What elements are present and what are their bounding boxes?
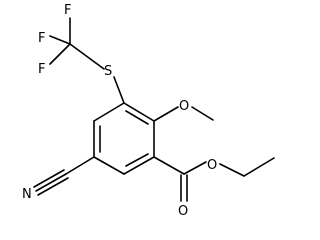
bond-ring-carbonyl-c: [153, 156, 185, 175]
bond-c-f-left-upper: [49, 35, 71, 45]
chemical-structure-diagram: F F F S O O O N: [22, 3, 275, 219]
carbonyl-oxygen-label: O: [178, 204, 188, 219]
ester-ether-oxygen-label: O: [207, 158, 217, 173]
ester-bonds: [153, 156, 275, 202]
ring-double-bond-1: [125, 110, 149, 125]
bond-ring-o-methoxy: [153, 106, 179, 122]
bond-ethyl-ch2-ch3: [243, 157, 275, 177]
triple-bond-3: [37, 177, 69, 196]
trifluoromethyl-bonds: [49, 17, 105, 70]
ring-double-bond-2: [125, 153, 149, 167]
nitrile-bonds: [33, 156, 95, 196]
benzene-ring: [93, 102, 155, 175]
triple-bond-1: [35, 173, 67, 192]
bond-o-methyl: [191, 106, 214, 121]
sulfur-label: S: [104, 64, 112, 79]
ring-bond-3: [123, 156, 155, 175]
triple-bond-2: [33, 169, 65, 188]
bond-c-f-left-lower: [49, 43, 71, 65]
ring-bond-4: [93, 156, 125, 175]
ring-bond-6: [93, 102, 125, 122]
nitrile-nitrogen-label: N: [22, 187, 32, 202]
methoxy-oxygen-label: O: [179, 99, 189, 114]
fluorine-left-upper-label: F: [38, 31, 45, 46]
ring-bond-1: [123, 102, 155, 122]
bond-s-ring: [113, 76, 125, 104]
bond-o-ethyl-ch2: [219, 163, 245, 177]
bond-c-s: [69, 43, 105, 70]
bond-ring-c-nitrile: [65, 156, 95, 175]
fluorine-left-lower-label: F: [38, 62, 45, 77]
fluorine-top-label: F: [64, 3, 71, 18]
bond-carbonyl-c-o: [183, 161, 207, 175]
methoxy-bonds: [153, 106, 214, 122]
